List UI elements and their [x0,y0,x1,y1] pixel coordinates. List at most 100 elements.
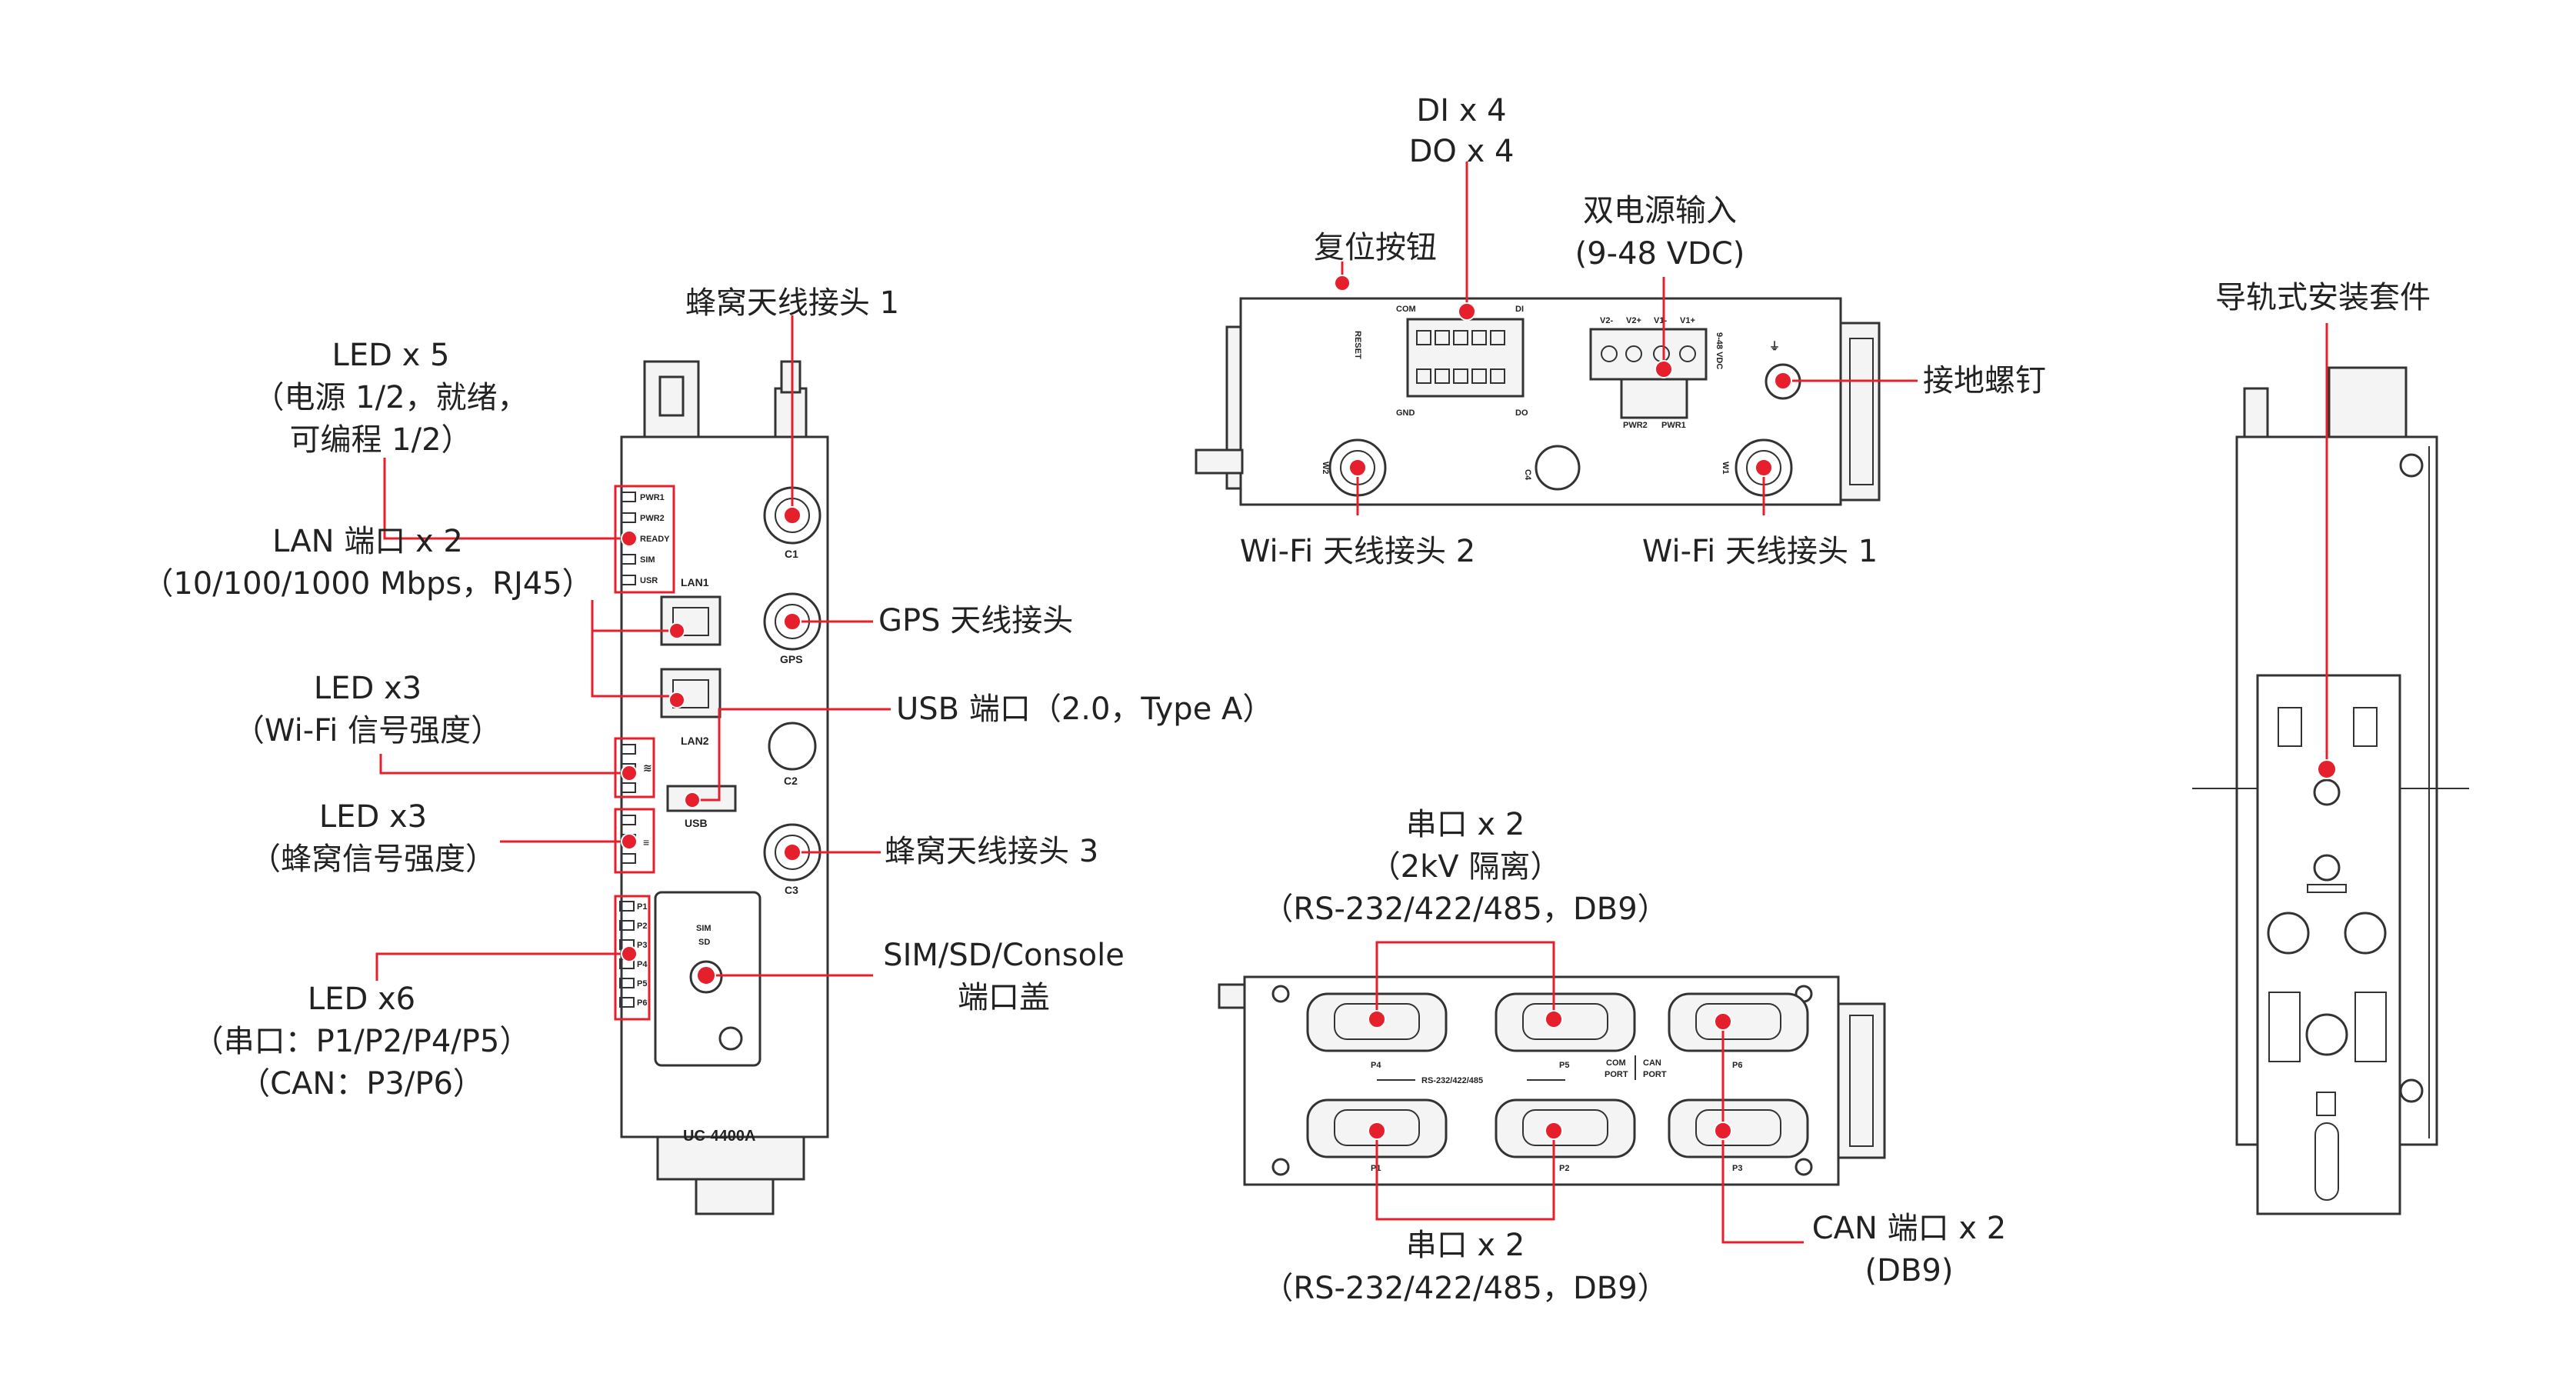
label-din-rail: 导轨式安装套件 [2215,280,2431,315]
led-ready-text: READY [640,535,670,544]
front-antenna-base [774,387,808,440]
label-cell-antenna-1: 蜂窝天线接头 1 [685,285,899,321]
db9-p3 [1668,1098,1809,1158]
led-pwr2-text: PWR2 [640,514,665,523]
p2-led-text: P2 [637,922,647,931]
cover-screw-bottom [718,1026,743,1051]
p1-led-text: P1 [637,902,647,912]
dot-usb [684,792,701,808]
ground-icon: ⏚ [1769,340,1780,352]
dot-lan1 [668,622,685,639]
dot-w1 [1755,458,1773,477]
dot-power [1655,360,1673,378]
w1-text: W1 [1721,462,1730,475]
dot-reset [1334,275,1351,292]
label-led-x6-l1: LED x6 [308,982,415,1017]
wifi-icon: ≋ [643,762,652,774]
label-serial-iso-l3: （RS-232/422/485，DB9） [1262,892,1668,927]
led-sim-text: SIM [640,555,655,565]
v2-plus-text: V2+ [1626,316,1641,325]
do-text: DO [1515,408,1528,418]
dot-din-rail [2317,759,2337,779]
port-p6-text: P6 [1732,1061,1742,1070]
label-ground: 接地螺钉 [1923,363,2046,398]
dot-w2 [1348,458,1367,477]
com-text: COM [1396,305,1416,314]
dot-cover [696,965,716,985]
c2-text: C2 [784,775,798,787]
label-led-cell-l1: LED x3 [319,799,427,835]
led-block-wifi [614,737,655,798]
p3-led-text: P3 [637,941,647,950]
label-serial-l2: （RS-232/422/485，DB9） [1262,1271,1668,1306]
label-serial-l1: 串口 x 2 [1406,1228,1525,1263]
port-p3-text: P3 [1732,1164,1742,1173]
db9-p6 [1668,992,1809,1052]
pwr2-text: PWR2 [1623,421,1648,430]
cover-sd-text: SD [698,938,710,947]
front-bottom-tab [695,1178,775,1215]
dot-led5 [621,530,638,547]
dio-pins [1416,330,1505,384]
port-p2-text: P2 [1559,1164,1569,1173]
dot-wifi-led [621,765,638,782]
label-led-x6-l2: （串口：P1/P2/P4/P5） [193,1024,531,1059]
label-led-x5-l1: LED x 5 [332,338,450,373]
led-pwr1-text: PWR1 [640,493,665,502]
dot-led6 [621,945,638,962]
side-top-bracket [2328,366,2408,440]
dot-cell-led [621,833,638,850]
label-lan-l2: （10/100/1000 Mbps，RJ45） [142,566,592,602]
front-top-bracket-slot [658,375,685,417]
dot-ground [1774,372,1792,390]
com-port-l2: PORT [1605,1070,1628,1079]
cover-sim-text: SIM [696,924,711,933]
dot-p5 [1545,1010,1563,1028]
top-antenna [1195,448,1244,475]
w2-text: W2 [1321,462,1330,475]
label-serial-iso-l1: 串口 x 2 [1406,807,1525,842]
label-sim-cover-l1: SIM/SD/Console [883,938,1125,973]
side-view [2192,366,2469,1215]
callout-labels: 蜂窝天线接头 1 LED x 5 （电源 1/2，就绪， 可编程 1/2） LA… [142,93,2431,1306]
callout-dots [621,275,2337,1140]
gnd-text: GND [1396,408,1415,418]
label-usb: USB 端口（2.0，Type A） [896,692,1273,727]
lan2-text: LAN2 [681,735,709,747]
dot-gps [783,612,801,631]
can-port-l2: PORT [1643,1070,1667,1079]
dot-p1 [1368,1122,1386,1140]
rs-bracket-text: RS-232/422/485 [1421,1076,1483,1085]
label-cell-antenna-3: 蜂窝天线接头 3 [885,834,1098,869]
label-led-wifi-l1: LED x3 [314,671,422,706]
lan1-port-inner [672,607,709,636]
label-lan-l1: LAN 端口 x 2 [272,524,463,559]
din-screw-1 [2313,778,2341,806]
c4-text: C4 [1523,469,1532,481]
label-power-l1: 双电源输入 [1583,193,1737,228]
label-dio-l1: DI x 4 [1416,93,1506,128]
label-power-l2: (9-48 VDC) [1575,236,1745,272]
label-reset: 复位按钮 [1314,230,1437,265]
dot-p2 [1545,1122,1563,1140]
db9-p2 [1495,1098,1636,1158]
di-text: DI [1515,305,1524,314]
v1-minus-text: V1- [1654,316,1667,325]
din-screw-2 [2313,854,2341,882]
leader-lines [375,162,2328,1244]
label-led-x5-l3: 可编程 1/2） [289,422,472,458]
power-terminal [1589,328,1708,381]
v1-plus-text: V1+ [1680,316,1695,325]
label-sim-cover-l2: 端口盖 [958,980,1050,1015]
db9-p5 [1495,992,1636,1052]
led-block-x6 [614,895,651,1021]
com-port-l1: COM [1606,1058,1626,1068]
dot-p3 [1714,1122,1732,1140]
p5-led-text: P5 [637,979,647,988]
bottom-view: P4 P5 P6 P1 P2 P3 RS-232/422/485 COM POR… [1218,975,1886,1186]
label-can-l1: CAN 端口 x 2 [1812,1211,2006,1246]
front-antenna-thread [780,360,801,394]
reset-text: RESET [1353,331,1362,359]
